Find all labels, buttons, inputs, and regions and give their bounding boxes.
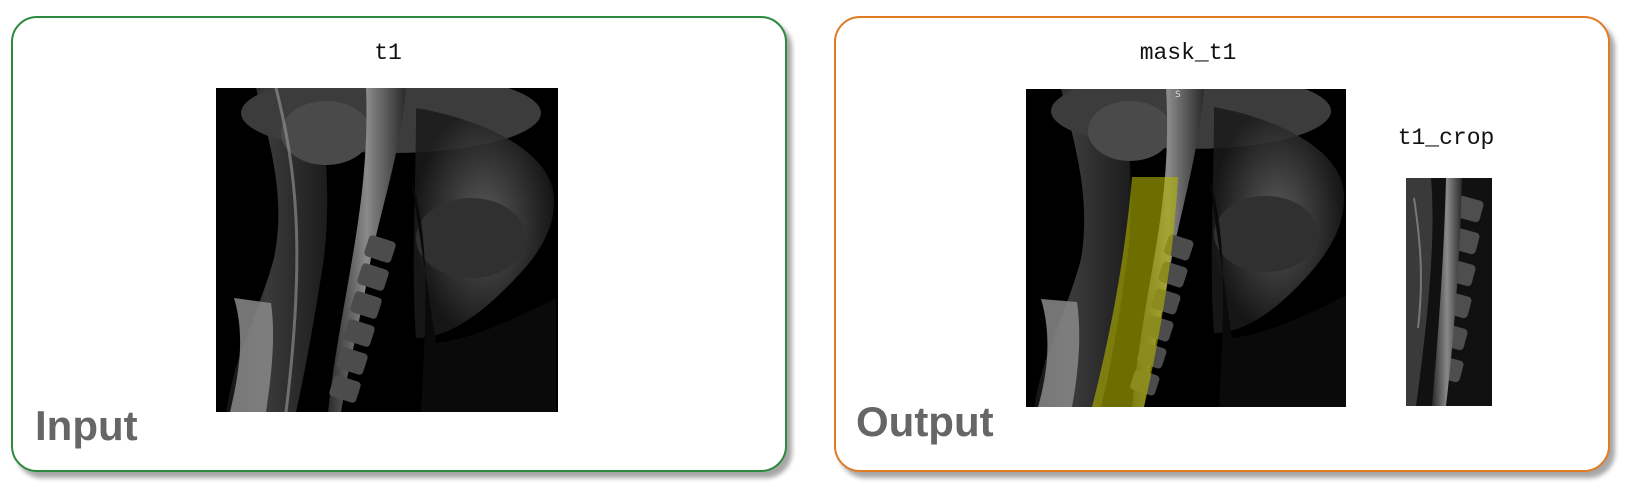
output-label: Output xyxy=(856,398,994,445)
spinal-cord-mask-overlay xyxy=(1092,177,1178,407)
input-panel: t1 Input xyxy=(11,16,787,472)
orientation-marker: S xyxy=(1175,90,1181,100)
t1-crop-title: t1_crop xyxy=(1397,125,1495,151)
mask-t1-title: mask_t1 xyxy=(1139,40,1237,66)
t1-crop-mri-image xyxy=(1406,178,1492,406)
t1-mri-image xyxy=(216,88,558,412)
output-panel: mask_t1 S t1_crop xyxy=(834,16,1610,472)
t1-title: t1 xyxy=(374,40,402,66)
input-label: Input xyxy=(35,402,138,449)
mask-t1-image-container: S xyxy=(1026,89,1346,407)
